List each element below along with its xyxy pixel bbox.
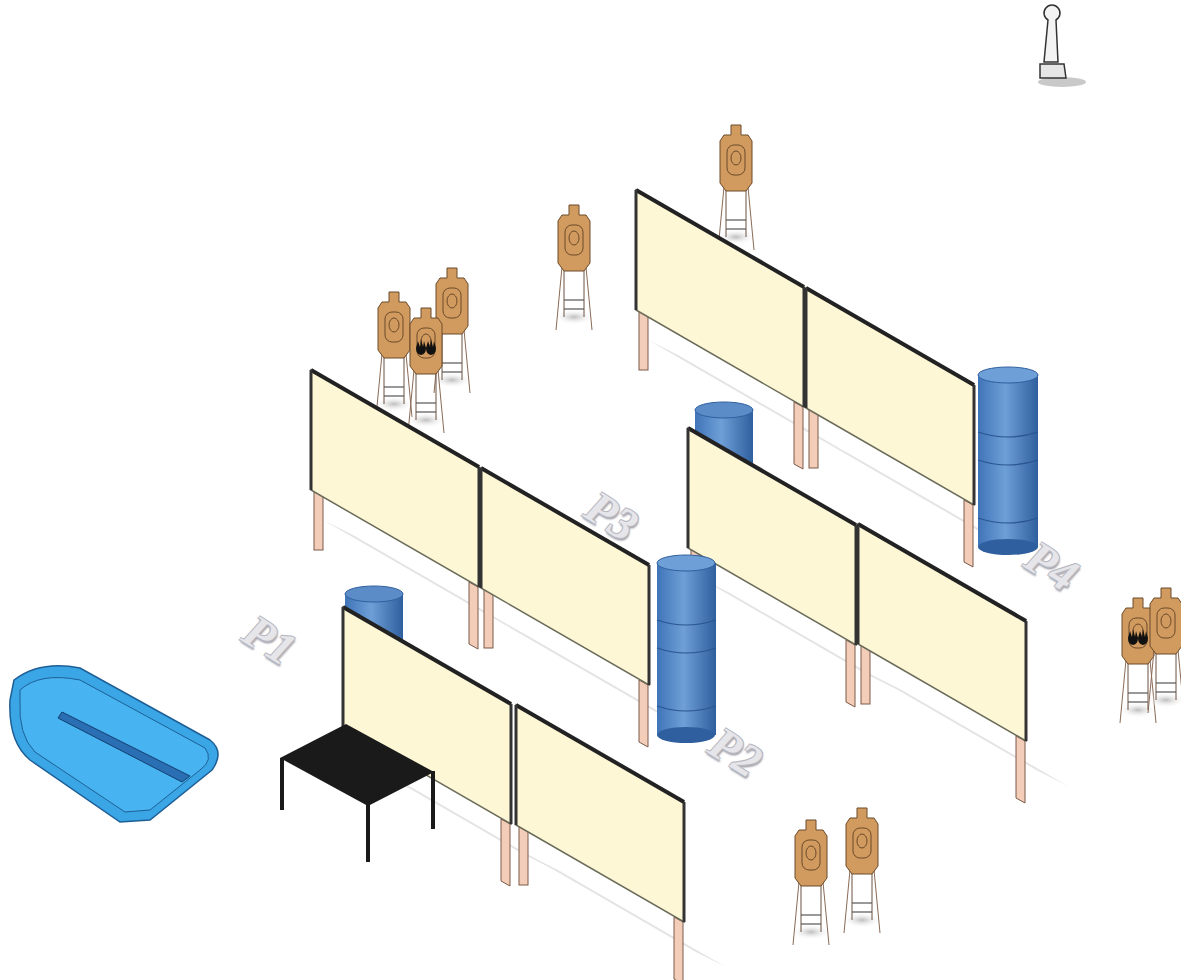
barrel-stack xyxy=(657,555,716,743)
front-wall xyxy=(343,607,726,980)
table xyxy=(280,724,435,862)
paper-targets xyxy=(791,808,882,945)
position-label: P1 xyxy=(234,604,305,676)
paper-targets xyxy=(1118,588,1181,723)
middle-right-wall xyxy=(688,428,1068,803)
barrel-stack xyxy=(978,367,1038,555)
popper-target xyxy=(1038,5,1086,87)
water-tub xyxy=(10,666,218,822)
